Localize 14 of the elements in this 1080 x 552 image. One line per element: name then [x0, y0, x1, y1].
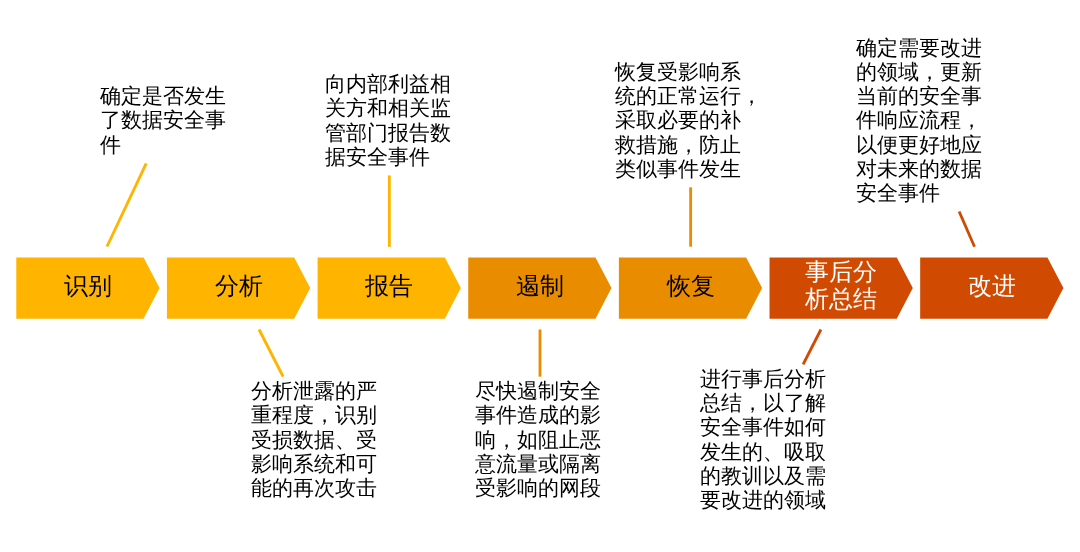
node-text: 确定需要改进的领域，更新当前的安全事件响应流程，以便更好地应对未来的数据安全事件 — [856, 35, 983, 205]
connector — [105, 162, 148, 248]
connector — [801, 328, 823, 366]
node-text: 进行事后分析总结，以了解安全事件如何发生的、吸取的教训以及需要改进的领域 — [699, 366, 826, 512]
node-text: 尽快遏制安全事件造成的影响，如阻止恶意流量或隔离受影响的网段 — [475, 378, 602, 500]
connector — [957, 210, 976, 248]
connector — [689, 187, 693, 247]
connector — [387, 175, 391, 247]
node-text: 确定是否发生了数据安全事件 — [100, 83, 227, 157]
node-text: 分析泄露的严重程度，识别受损数据、受影响系统和可能的再次攻击 — [250, 378, 377, 500]
node-text: 向内部利益相关方和相关监管部门报告数据安全事件 — [324, 71, 451, 169]
connector — [257, 328, 285, 378]
connector — [538, 329, 542, 377]
node-text: 恢复受影响系统的正常运行，采取必要的补救措施，防止类似事件发生 — [615, 59, 763, 181]
